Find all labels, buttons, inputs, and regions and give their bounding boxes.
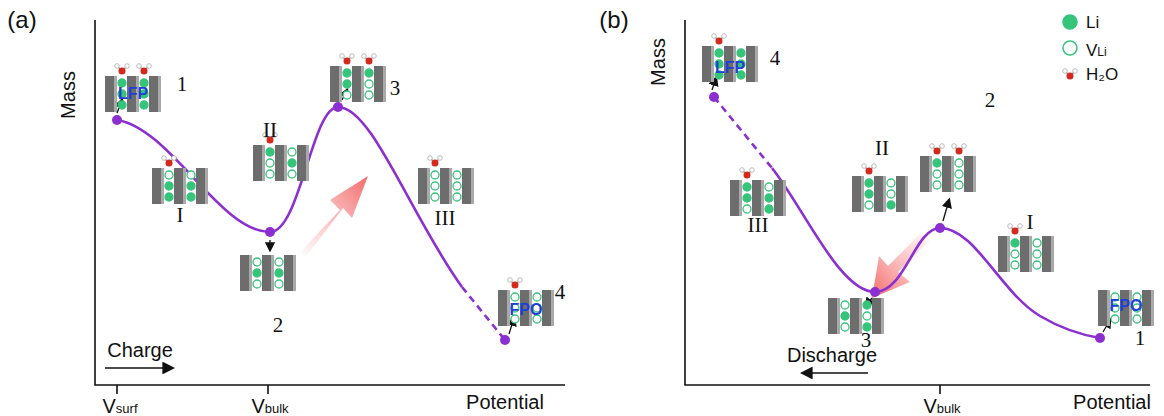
phase-tag: FPO — [510, 302, 543, 318]
trend-arrow — [300, 176, 368, 258]
stage-numeral: III — [435, 208, 456, 229]
stage-numeral: II — [263, 120, 277, 141]
data-point — [112, 92, 1105, 345]
callout-number: 3 — [390, 78, 401, 99]
pointer — [117, 78, 1110, 334]
stage-numeral: II — [875, 138, 889, 159]
callout-number: 4 — [555, 282, 566, 303]
direction-arrow — [105, 367, 172, 369]
axes — [95, 20, 1150, 394]
axis-title: Mass — [58, 71, 78, 119]
stage-numeral: I — [177, 205, 184, 226]
legend-swatch — [1063, 15, 1077, 29]
tick-label: Vbulk — [923, 392, 960, 416]
callout-number: 2 — [985, 90, 996, 111]
phase-tag: LFP — [715, 60, 745, 76]
callout-number: 2 — [273, 315, 284, 336]
callout-number: 4 — [770, 48, 781, 69]
axis-title: Mass — [648, 38, 668, 86]
tick-label: Vbulk — [251, 392, 288, 416]
legend-text: H₂O — [1086, 66, 1118, 83]
mass-curve — [117, 97, 1100, 340]
legend-swatch — [1063, 41, 1077, 55]
callout-number: 1 — [1135, 328, 1146, 349]
legend-samples — [1063, 15, 1078, 80]
callout-number: 1 — [177, 74, 188, 95]
legend-sample — [1063, 69, 1078, 80]
lattice-icons — [105, 34, 1154, 334]
legend-text: VLi — [1086, 38, 1107, 59]
stage-numeral: III — [748, 215, 769, 236]
axis-title: Potential — [1073, 392, 1151, 412]
panel-label: (a) — [7, 8, 36, 32]
panel-label: (b) — [599, 8, 628, 32]
callout-number: 3 — [861, 330, 872, 351]
phase-tag: LFP — [118, 86, 148, 102]
stage-numeral: I — [1027, 212, 1034, 233]
direction-label: Charge — [107, 340, 173, 360]
phase-tag: FPO — [1110, 298, 1143, 314]
direction-arrow — [803, 372, 868, 374]
tick-label: Vsurf — [102, 392, 137, 416]
legend-text: Li — [1086, 14, 1099, 31]
axis-title: Potential — [466, 392, 544, 412]
